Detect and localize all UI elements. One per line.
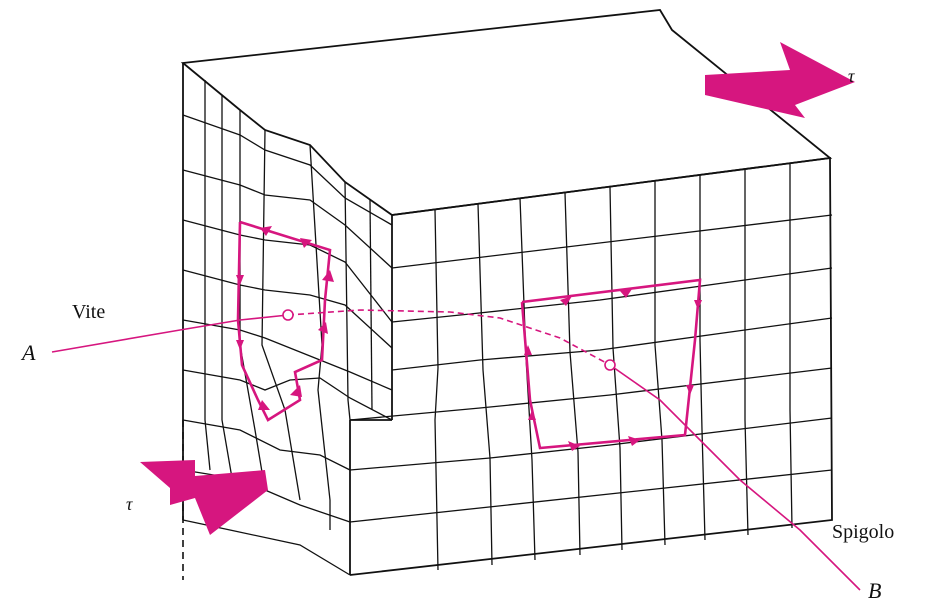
dislocation-line	[51, 309, 861, 591]
left-face-grid	[182, 63, 393, 576]
burgers-circuit-right	[520, 278, 702, 451]
screw-point-marker	[282, 309, 294, 321]
front-face-grid	[349, 156, 833, 576]
label-spigolo: Spigolo	[832, 521, 894, 543]
crystal-top-face	[180, 9, 833, 216]
label-point-b: B	[868, 578, 881, 603]
label-vite: Vite	[72, 301, 105, 323]
label-tau-bottom: τ	[126, 494, 133, 514]
label-point-a: A	[20, 340, 36, 365]
edge-point-marker	[604, 359, 616, 371]
arrow-right-icon	[705, 42, 855, 118]
burgers-circuit-left	[236, 220, 334, 422]
arrow-left-icon	[140, 460, 268, 535]
label-tau-top: τ	[848, 66, 855, 86]
